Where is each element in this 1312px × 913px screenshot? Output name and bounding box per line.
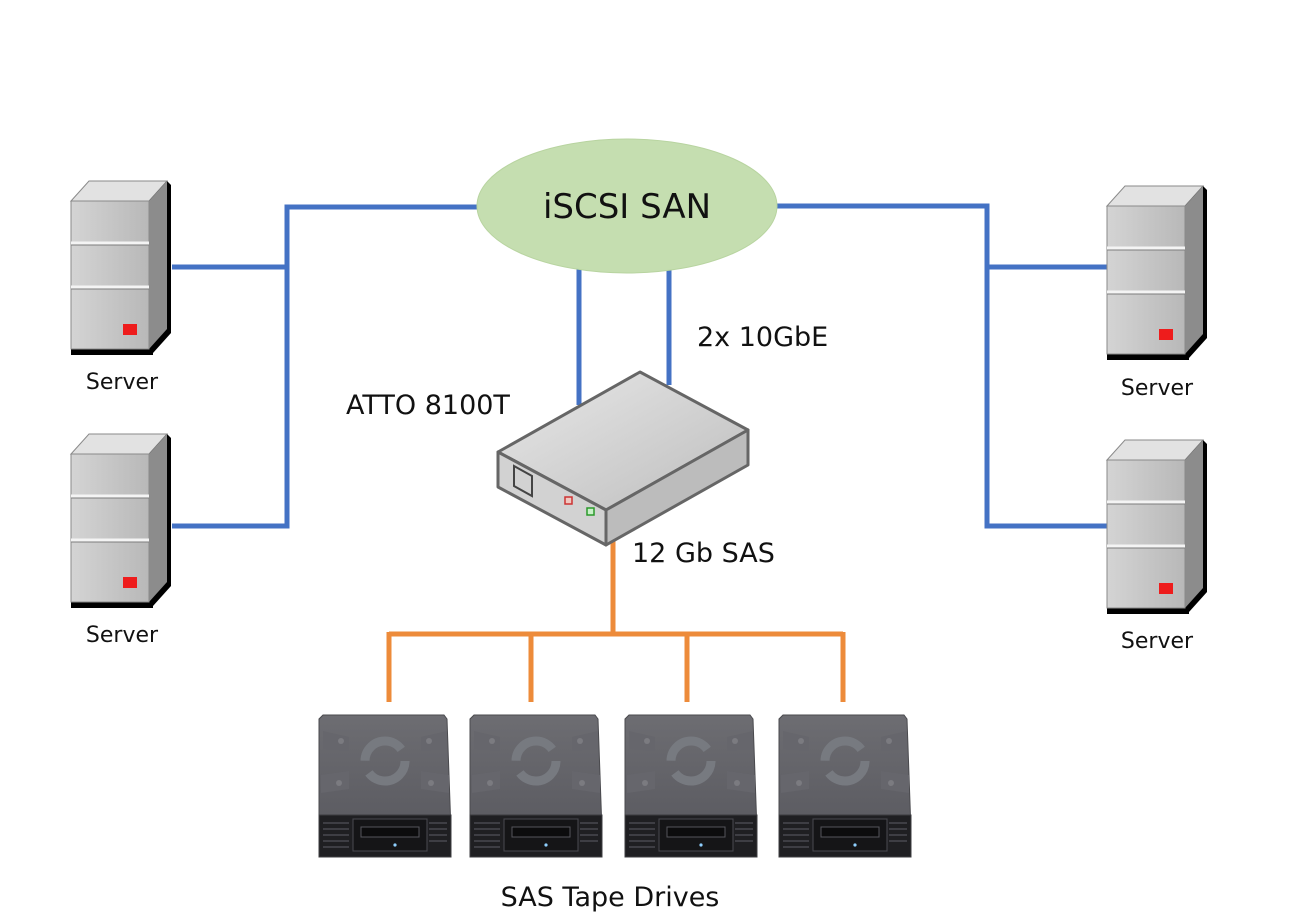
server-label: Server bbox=[1121, 629, 1194, 654]
bridge-label: ATTO 8100T bbox=[346, 390, 510, 421]
server-node-right-2[interactable]: Server bbox=[1105, 438, 1209, 654]
server-icon bbox=[1105, 184, 1209, 362]
tape-drive-group: SAS Tape Drives bbox=[319, 715, 911, 913]
iscsi-san-node[interactable]: iSCSI SAN bbox=[476, 138, 778, 274]
link-right-trunk bbox=[776, 203, 1108, 529]
sas-links bbox=[386, 540, 846, 702]
server-icon bbox=[69, 432, 173, 610]
atto-bridge-node[interactable]: ATTO 8100T 2x 10GbE 12 Gb SAS bbox=[346, 322, 828, 569]
server-node-right-1[interactable]: Server bbox=[1105, 184, 1209, 401]
server-label: Server bbox=[86, 370, 159, 395]
tape-drive-icon-4[interactable] bbox=[779, 715, 911, 857]
tape-drive-icon-1[interactable] bbox=[319, 715, 451, 857]
san-ellipse bbox=[476, 138, 778, 274]
ethernet-links bbox=[172, 203, 1108, 529]
tape-drives-label: SAS Tape Drives bbox=[501, 882, 720, 913]
bridge-device-icon bbox=[496, 370, 750, 547]
server-icon bbox=[1105, 438, 1209, 616]
server-icon bbox=[69, 179, 173, 357]
link-left-trunk bbox=[172, 204, 478, 529]
tape-drive-icon-2[interactable] bbox=[470, 715, 602, 857]
downlink-label: 12 Gb SAS bbox=[632, 538, 775, 569]
tape-drive-icon-3[interactable] bbox=[625, 715, 757, 857]
server-node-left-2[interactable]: Server bbox=[69, 432, 173, 648]
uplink-label: 2x 10GbE bbox=[697, 322, 828, 353]
server-label: Server bbox=[86, 623, 159, 648]
san-label: iSCSI SAN bbox=[543, 187, 711, 227]
server-node-left-1[interactable]: Server bbox=[69, 179, 173, 395]
server-label: Server bbox=[1121, 376, 1194, 401]
